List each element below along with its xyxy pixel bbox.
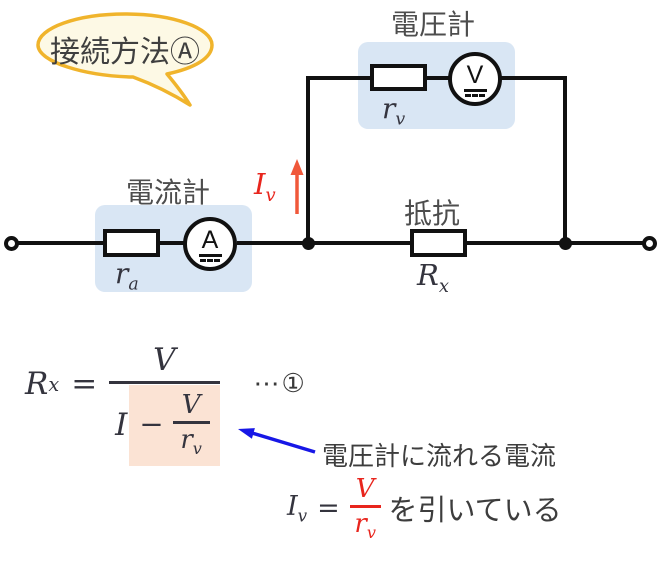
formula-equals: =: [71, 366, 98, 403]
voltmeter-resistor: [370, 64, 427, 91]
annotation-current: Iv: [287, 490, 308, 526]
dc-dashed-line-icon: [465, 94, 485, 97]
formula-tag: ⋯①: [253, 369, 307, 400]
speech-bubble: [36, 12, 214, 107]
formula-denominator: I − V rv: [109, 384, 220, 467]
wire-branch-top-right: [500, 76, 567, 80]
nested-fraction: V rv: [172, 390, 210, 459]
ammeter-resistor: [103, 229, 160, 257]
minus-sign: −: [139, 407, 164, 442]
annotation-formula: Iv = V rv を引いている: [287, 474, 562, 542]
wire-branch-left-vertical: [306, 76, 310, 247]
annotation-equals: =: [317, 492, 340, 524]
ammeter-title: 電流計: [126, 177, 211, 208]
denominator-current-I: I: [115, 407, 128, 444]
bubble-label: 接続方法Ⓐ: [50, 36, 200, 69]
voltmeter-title: 電圧計: [391, 9, 476, 40]
dc-dashed-line-icon: [200, 259, 220, 262]
resistor-title: 抵抗: [404, 198, 461, 229]
branch-current-arrow-icon: [290, 159, 304, 214]
ammeter-letter: A: [201, 226, 219, 254]
terminal-right: [642, 236, 657, 251]
resistor-symbol: Rx: [417, 258, 449, 297]
dc-solid-line-icon: [463, 89, 487, 92]
wire-left-main: [16, 241, 108, 245]
nested-denominator: rv: [180, 425, 202, 459]
voltmeter-resistance-label: rv: [382, 92, 406, 130]
annotation-fraction-denominator: rv: [354, 509, 376, 543]
branch-current-label: Iv: [254, 167, 276, 206]
voltmeter-meter: V: [448, 52, 502, 106]
wire-branch-right-vertical: [563, 76, 567, 247]
annotation-arrow-icon: [238, 428, 316, 454]
voltmeter-letter: V: [466, 61, 484, 89]
formula-fraction: V I − V rv: [109, 342, 220, 467]
denominator-highlight: − V rv: [129, 385, 220, 467]
dc-solid-line-icon: [198, 254, 222, 257]
wire-ra-to-ammeter: [160, 241, 185, 245]
terminal-left: [4, 236, 19, 251]
wire-rv-to-voltmeter: [425, 76, 450, 80]
formula-numerator: V: [109, 342, 220, 384]
wire-rx-to-right-terminal: [465, 241, 646, 245]
wire-ammeter-to-rx: [237, 241, 412, 245]
annotation-line1: 電圧計に流れる電流: [322, 441, 557, 471]
ammeter-meter: A: [183, 217, 237, 271]
junction-right: [559, 237, 572, 250]
annotation-fraction-numerator: V: [349, 474, 381, 508]
annotation-suffix: を引いている: [388, 495, 562, 528]
ammeter-resistance-label: ra: [115, 257, 139, 295]
junction-left: [302, 237, 315, 250]
measured-resistor: [410, 229, 467, 257]
nested-numerator: V: [172, 390, 210, 424]
wire-branch-top-left: [306, 76, 372, 80]
annotation-red-fraction: V rv: [349, 474, 381, 543]
